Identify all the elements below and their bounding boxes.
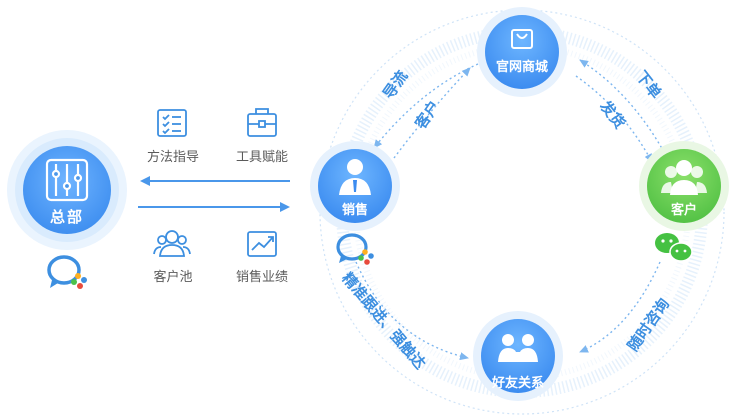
method-label: 方法指导 [146,150,199,165]
arrow-order [579,59,665,153]
wechat-logo [655,233,693,262]
wecom-logo-sales [336,233,374,265]
arrow-follow [355,261,469,361]
friends-label: 好友关系 [491,376,544,391]
wecom-logo-hq [47,255,87,289]
pool-label: 客户池 [153,270,193,285]
arrow-customer-back [393,67,471,159]
checklist-icon [157,109,187,137]
salesperson-icon [339,159,371,195]
shopping-bag-icon [511,29,533,49]
sliders-icon [45,158,89,202]
hq-label: 总部 [49,208,84,226]
tools-label: 工具赋能 [235,150,288,165]
customer-label: 客户 [670,203,697,218]
people-icon [153,230,191,257]
customer-group-icon [661,160,707,195]
sales-label: 销售 [341,203,368,218]
toolbox-icon [247,108,277,137]
trend-chart-icon [247,231,277,257]
arrow-consult [579,261,661,353]
store-label: 官网商城 [495,60,548,75]
handshake-icon [498,334,538,362]
store-node [485,15,559,89]
performance-label: 销售业绩 [235,270,288,285]
